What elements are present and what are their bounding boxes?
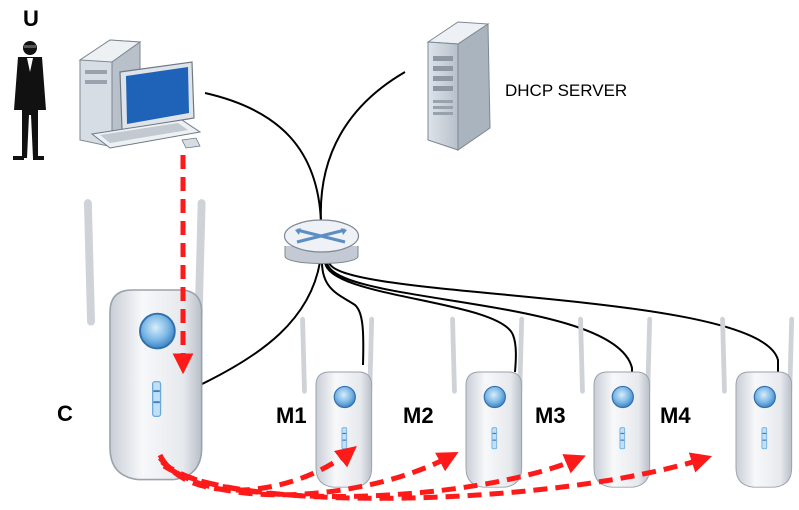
- ap-m4-label: M4: [660, 403, 691, 429]
- controller-label: C: [57, 401, 73, 427]
- dhcp-server-label: DHCP SERVER: [505, 81, 627, 101]
- access-point-m1: [303, 319, 372, 487]
- ap-m3-label: M3: [535, 403, 566, 429]
- user-icon: [13, 41, 46, 160]
- ap-m2-label: M2: [403, 403, 434, 429]
- switch-icon: [285, 220, 359, 264]
- user-label: U: [23, 6, 39, 32]
- access-point-m2: [453, 319, 522, 487]
- computer-icon: [80, 40, 200, 148]
- ap-m1-label: M1: [276, 403, 307, 429]
- access-point-m4: [723, 319, 792, 487]
- server-icon: [428, 22, 490, 150]
- cable-switch-ap2: [325, 262, 516, 372]
- cable-computer-switch: [205, 93, 321, 222]
- cable-switch-ap4: [329, 262, 778, 382]
- cable-server-switch: [321, 72, 405, 222]
